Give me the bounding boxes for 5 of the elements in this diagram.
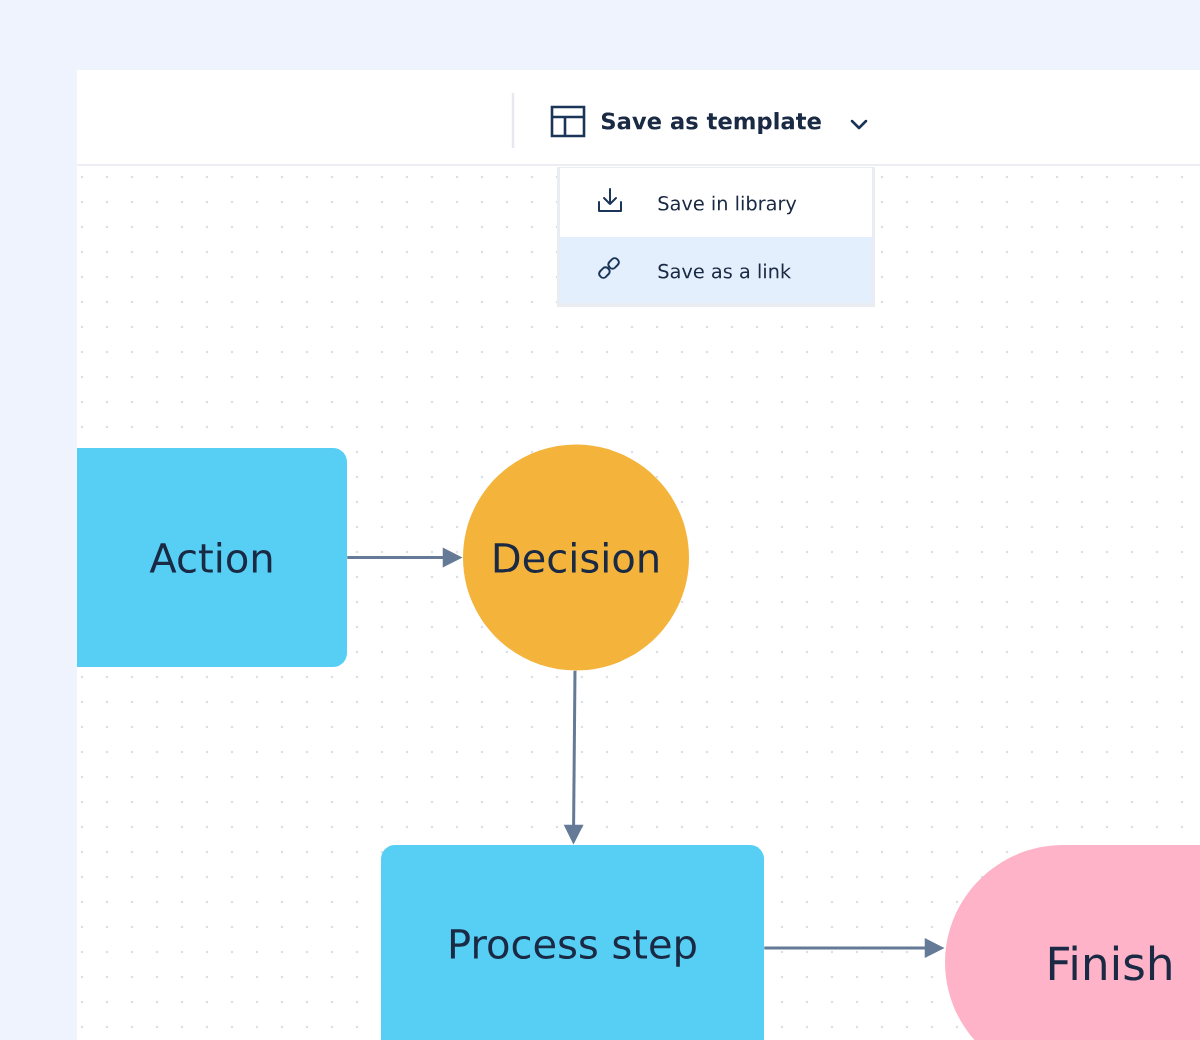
process-box: Action xyxy=(77,448,347,667)
menu-item: Save in library xyxy=(658,195,797,215)
menu-item: Save as a link xyxy=(560,237,872,303)
process-box: Process step xyxy=(381,845,764,1040)
dropdown-button: Save as template xyxy=(601,112,868,134)
